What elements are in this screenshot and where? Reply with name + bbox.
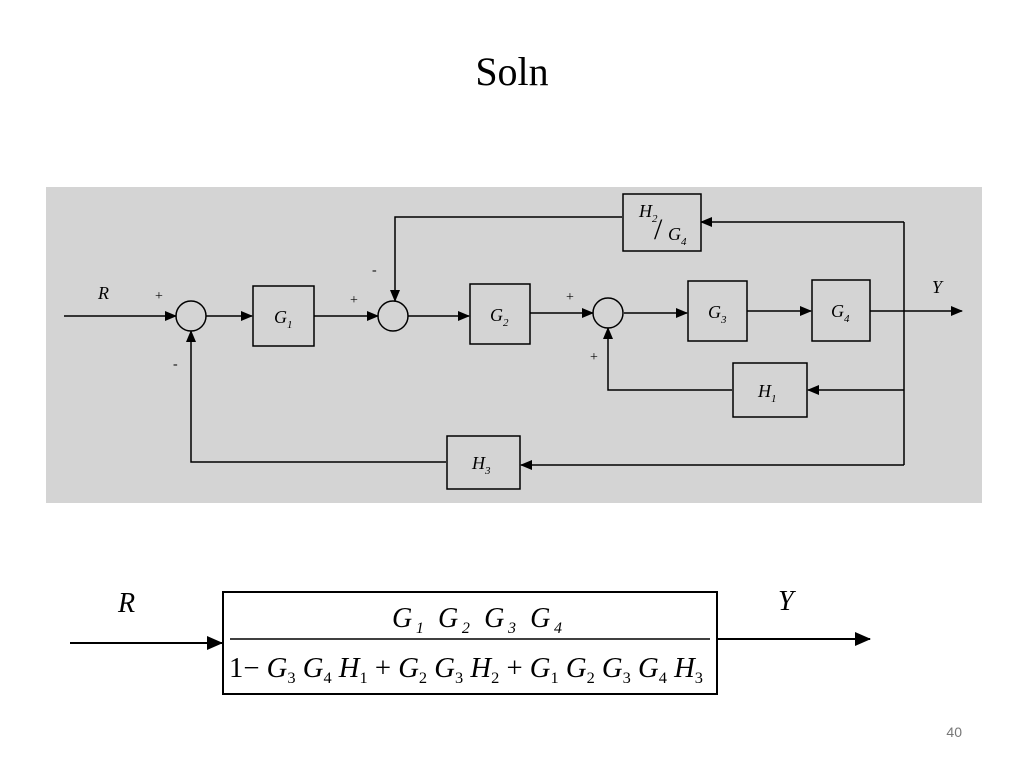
block-g4 (811, 279, 871, 342)
summing-junction-2 (377, 300, 409, 332)
tf-box (222, 591, 718, 695)
sign-sum3-bottom: + (590, 350, 598, 365)
sign-sum1-top: + (155, 289, 163, 304)
h1-to-sum3-line (603, 327, 732, 391)
h2-over-g4-slash: / (654, 213, 663, 246)
block-g3 (687, 280, 748, 342)
summing-junction-1 (175, 300, 207, 332)
summing-junction-3 (592, 297, 624, 329)
slide-title: Soln (475, 49, 549, 94)
block-diagram: R Y + - + - + + G1 G2 G3 G4 H1 H3 H2 / G… (64, 193, 963, 490)
block-g1 (252, 285, 315, 347)
block-h1 (732, 362, 808, 418)
sign-sum2-top: - (372, 263, 377, 278)
block-g2 (469, 283, 531, 345)
sign-sum3-left: + (566, 290, 574, 305)
sign-sum2-left: + (350, 293, 358, 308)
g4-label: G4 (831, 301, 850, 325)
output-label-y: Y (932, 277, 944, 297)
g2-label: G2 (490, 305, 509, 329)
h2-over-g4-numerator: H2 (638, 201, 658, 225)
tf-output-label: Y (778, 586, 797, 617)
h2-over-g4-denominator: G4 (668, 224, 687, 248)
tf-denominator: 1− G3 G4 H1 + G2 G3 H2 + G1 G2 G3 G4 H3 (229, 653, 703, 690)
block-h2-over-g4 (622, 193, 702, 252)
h3-to-sum1-line (186, 330, 446, 463)
h3-label: H3 (471, 453, 491, 477)
g3-label: G3 (708, 302, 727, 326)
block-h3 (446, 435, 521, 490)
sign-sum1-bottom: - (173, 357, 178, 372)
input-label-r: R (97, 283, 109, 303)
page-number: 40 (946, 724, 962, 740)
tf-input-label: R (117, 588, 135, 619)
h2g4-to-sum2-line (390, 216, 622, 302)
g1-label: G1 (274, 307, 293, 331)
h1-label: H1 (757, 381, 777, 405)
